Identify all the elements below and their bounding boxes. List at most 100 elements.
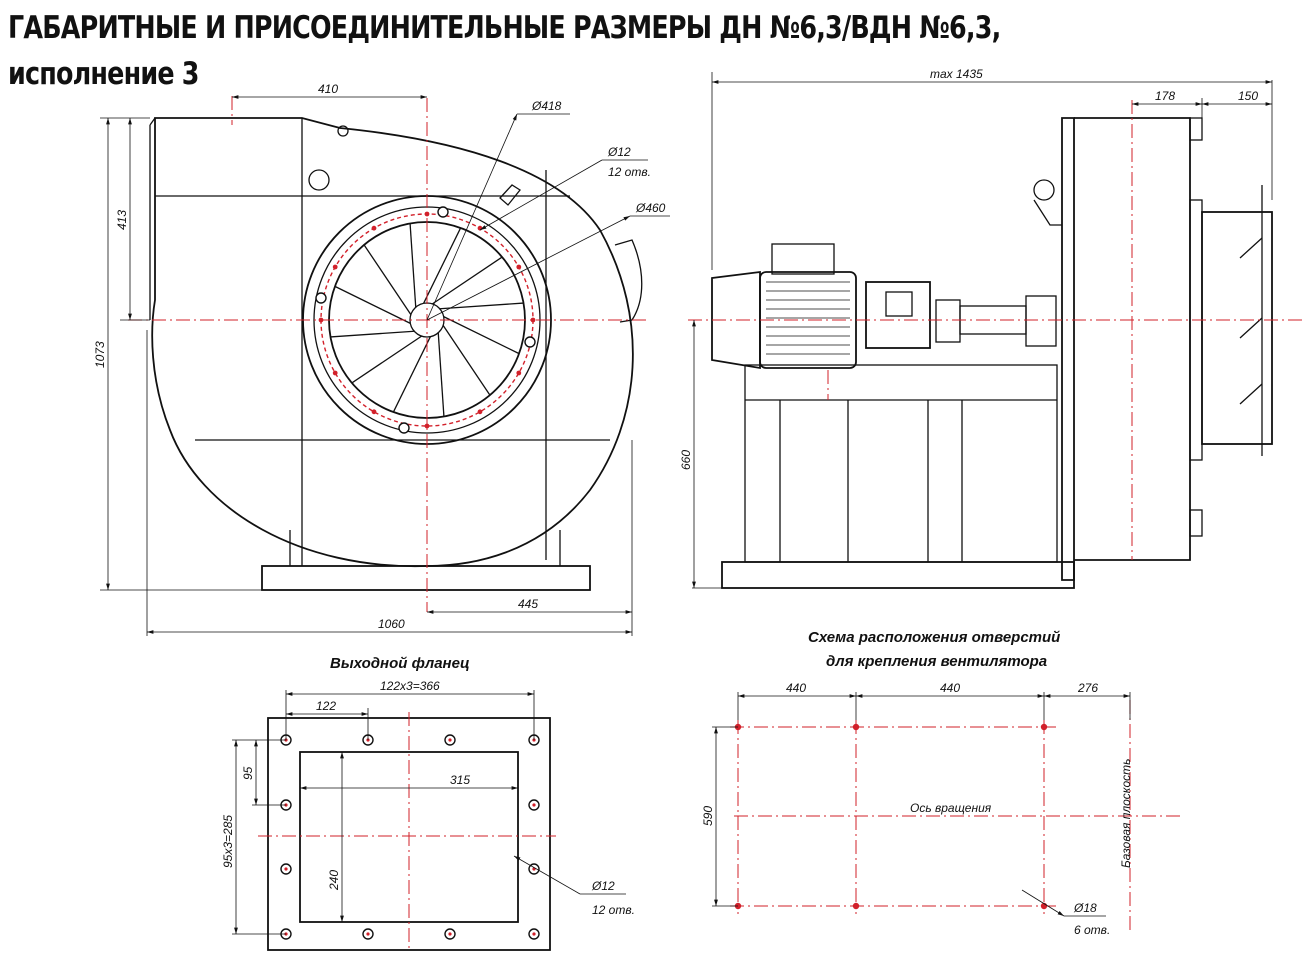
leader-fl-d12 (513, 855, 581, 895)
dim-315: 315 (450, 773, 470, 787)
dim-445: 445 (518, 597, 538, 611)
impeller-blade (392, 336, 431, 413)
dim-95: 95 (241, 766, 255, 780)
dim-150: 150 (1238, 89, 1258, 103)
impeller-blade (363, 244, 412, 315)
dim-276: 276 (1077, 681, 1098, 695)
mounting-scheme-view: Схема расположения отверстий для креплен… (701, 629, 1180, 937)
dim-410: 410 (318, 82, 338, 96)
flange-hole-center (532, 803, 536, 807)
leader-d460 (426, 215, 631, 321)
inlet-bolt-hole (371, 225, 377, 231)
impeller-blade (443, 316, 520, 355)
mounting-caption-1: Схема расположения отверстий (808, 629, 1060, 646)
outlet-flange-view: Выходной фланец 122x3=366 122 95 95x3=28… (221, 655, 635, 952)
dim-d460: Ø460 (635, 201, 666, 215)
coupling-guard (865, 281, 931, 349)
inlet-flange-top (1189, 117, 1203, 141)
inlet-bolt-hole (530, 317, 536, 323)
flange-hole-center (448, 738, 452, 742)
dim-178: 178 (1155, 89, 1175, 103)
impeller-blade (432, 256, 503, 305)
flange-dim-d12: Ø12 (591, 879, 615, 893)
flange-hole-center (284, 867, 288, 871)
impeller-blade (351, 335, 422, 384)
dim-max1435: max 1435 (930, 67, 983, 81)
impeller-blade (442, 325, 491, 396)
spiral-housing (151, 117, 634, 568)
inlet-collar (1189, 199, 1203, 461)
drain-port (308, 169, 330, 191)
housing-side-plate (1061, 117, 1075, 581)
dim-1073: 1073 (93, 341, 107, 368)
rotation-axis-label: Ось вращения (910, 801, 992, 815)
flange-holes-12: 12 отв. (592, 903, 635, 917)
dim-590: 590 (701, 806, 715, 826)
impeller-blade (330, 330, 415, 338)
impeller-blade (423, 227, 462, 304)
inlet-bolt-hole (516, 370, 522, 376)
title-line-1: ГАБАРИТНЫЕ И ПРИСОЕДИНИТЕЛЬНЫЕ РАЗМЕРЫ Д… (8, 10, 1001, 46)
dim-d418: Ø418 (531, 99, 562, 113)
frame-base (721, 561, 1075, 589)
flange-hole-center (448, 932, 452, 936)
dim-440b: 440 (940, 681, 960, 695)
bearing-1 (935, 299, 961, 343)
outlet-flange-caption: Выходной фланец (330, 655, 470, 672)
dim-d18: Ø18 (1073, 901, 1097, 915)
mounting-hole (1040, 723, 1048, 731)
motor-end-cap (711, 270, 761, 370)
dim-413: 413 (115, 210, 129, 230)
flange-hole-center (366, 932, 370, 936)
front-view: Ø418 Ø12 12 отв. Ø460 410 413 1073 445 1… (93, 82, 670, 636)
side-lug (1033, 199, 1062, 226)
inlet-bolt-hole (477, 409, 483, 415)
side-lifting-eye (1033, 179, 1055, 201)
inspection-handle (614, 239, 643, 323)
impeller-blade (409, 223, 417, 308)
flange-hole-center (532, 932, 536, 936)
inlet-damper (1201, 211, 1273, 445)
impeller-blade (437, 332, 445, 417)
dim-122: 122 (316, 699, 336, 713)
inlet-bolt-hole (424, 423, 430, 429)
coupling (885, 291, 913, 317)
dim-95x3: 95x3=285 (221, 815, 235, 868)
mounting-hole (852, 723, 860, 731)
dim-660: 660 (679, 450, 693, 470)
mounting-hole (852, 902, 860, 910)
inlet-lug-top (437, 206, 449, 218)
damper-levers (1239, 237, 1263, 405)
leader-d18 (1021, 889, 1065, 917)
motor-terminal-box (771, 243, 835, 275)
base-plane-label: Базовая плоскость (1119, 759, 1133, 868)
outlet-flange-edge (149, 117, 156, 320)
bracket (499, 184, 521, 206)
lifting-eye (337, 125, 349, 137)
base-plate (261, 565, 591, 591)
inlet-lug-right (524, 336, 536, 348)
inlet-bolt-hole (516, 264, 522, 270)
side-view: max 1435 178 150 660 (679, 67, 1304, 589)
dim-440a: 440 (786, 681, 806, 695)
motor-cooling-fins (766, 281, 850, 355)
leader-d12 (479, 159, 603, 231)
inlet-lug-bottom (398, 422, 410, 434)
inlet-bolt-hole (332, 264, 338, 270)
inlet-bolt-hole (332, 370, 338, 376)
flange-bolt-holes (280, 734, 540, 940)
dim-240: 240 (327, 870, 341, 891)
inlet-bolt-hole (371, 409, 377, 415)
title-line-2: исполнение 3 (8, 56, 199, 92)
dim-1060: 1060 (378, 617, 405, 631)
shaft-housing (959, 305, 1027, 335)
inlet-flange-bottom (1189, 509, 1203, 537)
holes-count-6: 6 отв. (1074, 923, 1110, 937)
frame-body (744, 364, 1058, 563)
impeller-blade (334, 285, 411, 324)
mounting-caption-2: для крепления вентилятора (826, 653, 1047, 670)
inlet-lug-left (315, 292, 327, 304)
dim-d12: Ø12 (607, 145, 631, 159)
